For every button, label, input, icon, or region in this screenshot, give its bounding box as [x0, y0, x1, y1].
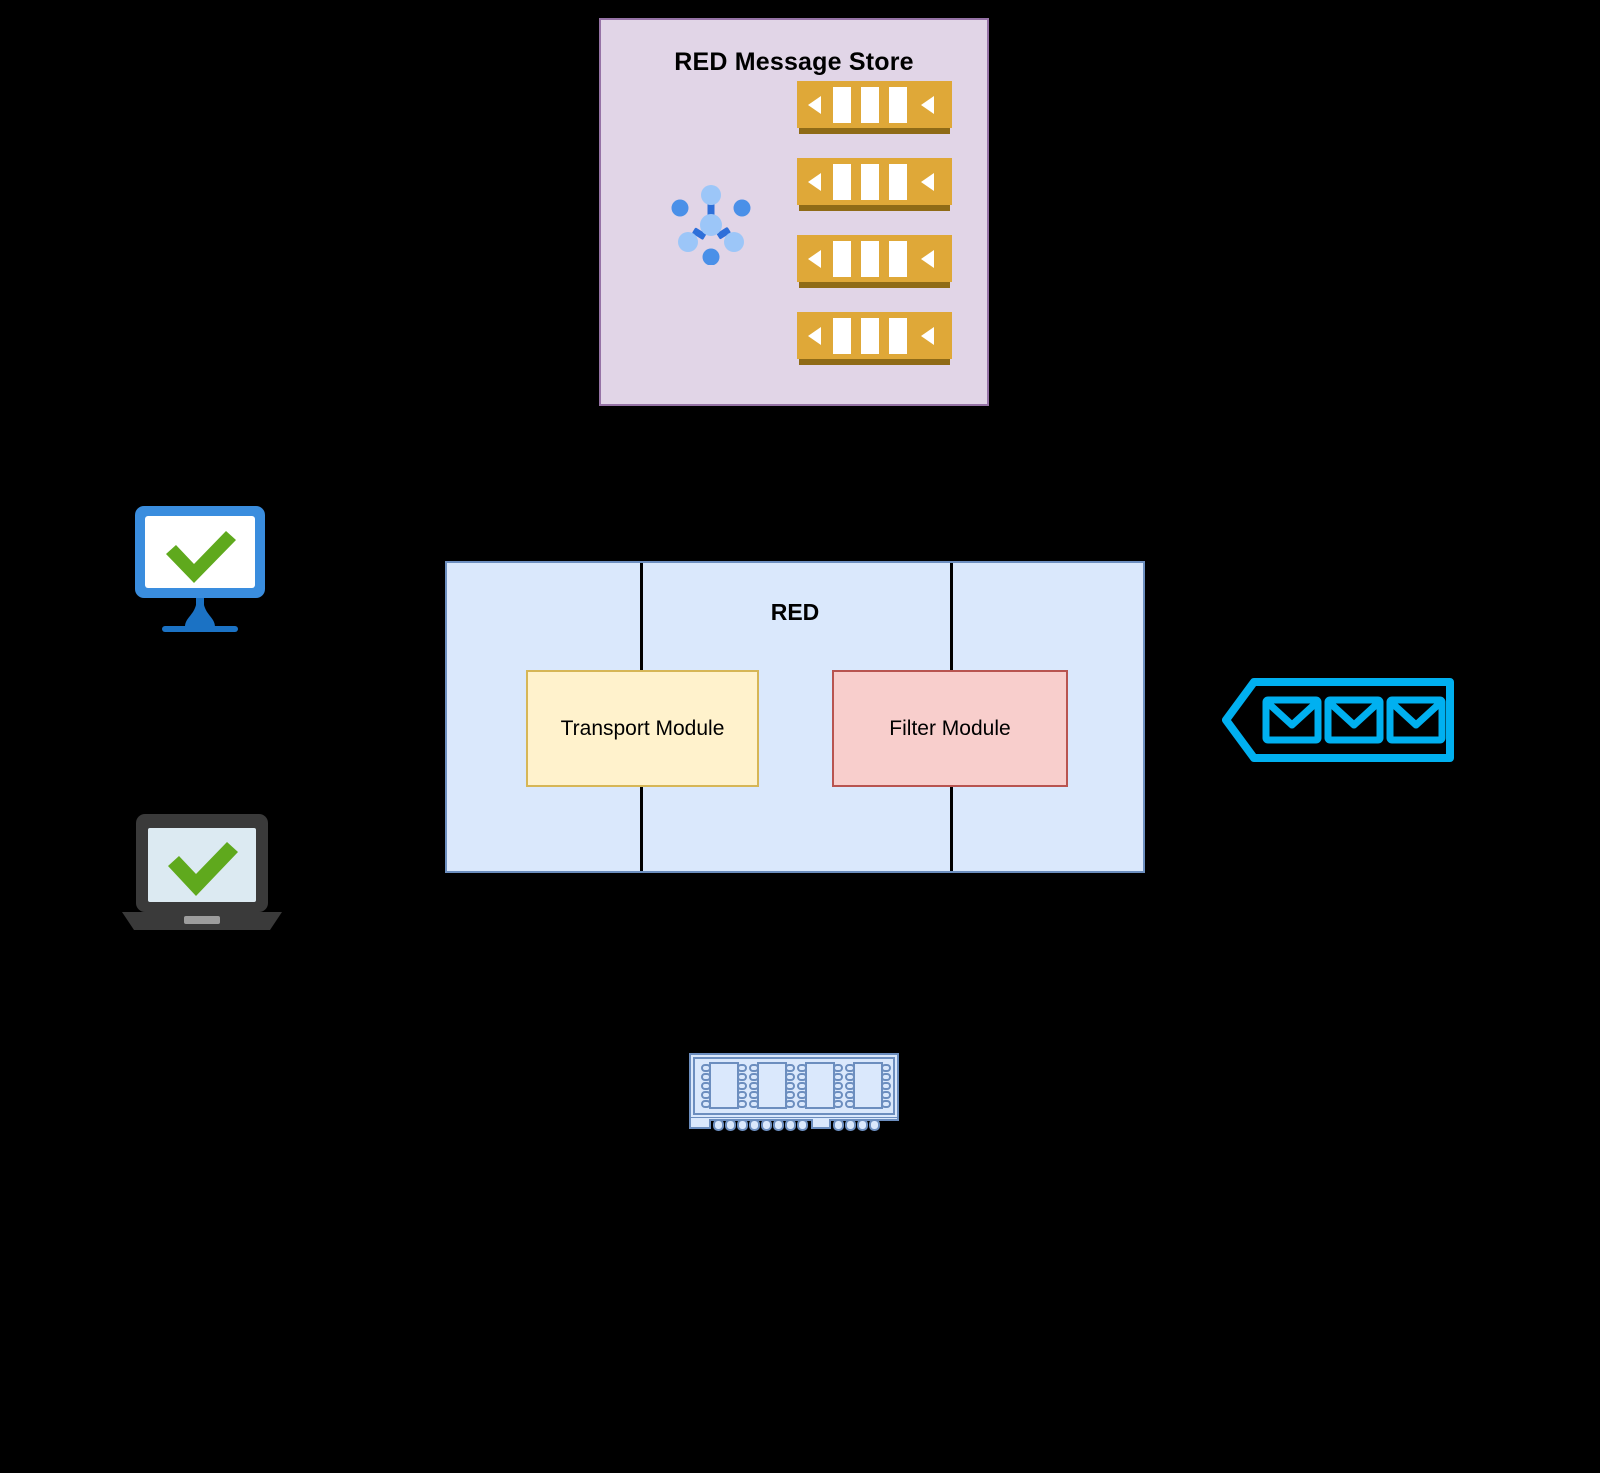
red-message-store-box[interactable]: RED Message Store: [599, 18, 989, 406]
queue-slot: [833, 318, 851, 354]
message-queue-bar[interactable]: [797, 235, 952, 288]
queue-slot: [889, 241, 907, 277]
queue-slot: [861, 318, 879, 354]
queue-slot: [861, 87, 879, 123]
queue-bar-foot: [799, 359, 950, 365]
laptop-check-icon[interactable]: [118, 810, 286, 934]
queue-slot: [833, 164, 851, 200]
network-cluster-icon: [671, 185, 751, 265]
queue-slot: [889, 87, 907, 123]
message-queue-bar[interactable]: [797, 81, 952, 134]
right-triangle-icon: [921, 173, 934, 191]
queue-bar-foot: [799, 205, 950, 211]
monitor-check-icon[interactable]: [130, 500, 270, 632]
transport-module-box[interactable]: Transport Module: [526, 670, 759, 787]
memory-module-icon[interactable]: [688, 1050, 900, 1132]
queue-slot: [833, 87, 851, 123]
red-container-box[interactable]: RED Transport Module Filter Module: [445, 561, 1145, 873]
mail-queue-icon[interactable]: [1222, 678, 1454, 762]
queue-slot: [889, 318, 907, 354]
red-container-title: RED: [770, 599, 820, 625]
queue-bar-foot: [799, 282, 950, 288]
queue-slot: [861, 241, 879, 277]
message-queue-bar[interactable]: [797, 158, 952, 211]
left-triangle-icon: [808, 327, 821, 345]
queue-slot: [889, 164, 907, 200]
red-message-store-title: RED Message Store: [674, 48, 914, 76]
right-triangle-icon: [921, 327, 934, 345]
right-triangle-icon: [921, 250, 934, 268]
queue-slot: [861, 164, 879, 200]
left-triangle-icon: [808, 173, 821, 191]
left-triangle-icon: [808, 250, 821, 268]
queue-slot: [833, 241, 851, 277]
filter-module-box[interactable]: Filter Module: [832, 670, 1068, 787]
message-queue-bar[interactable]: [797, 312, 952, 365]
right-triangle-icon: [921, 96, 934, 114]
left-triangle-icon: [808, 96, 821, 114]
queue-bar-foot: [799, 128, 950, 134]
